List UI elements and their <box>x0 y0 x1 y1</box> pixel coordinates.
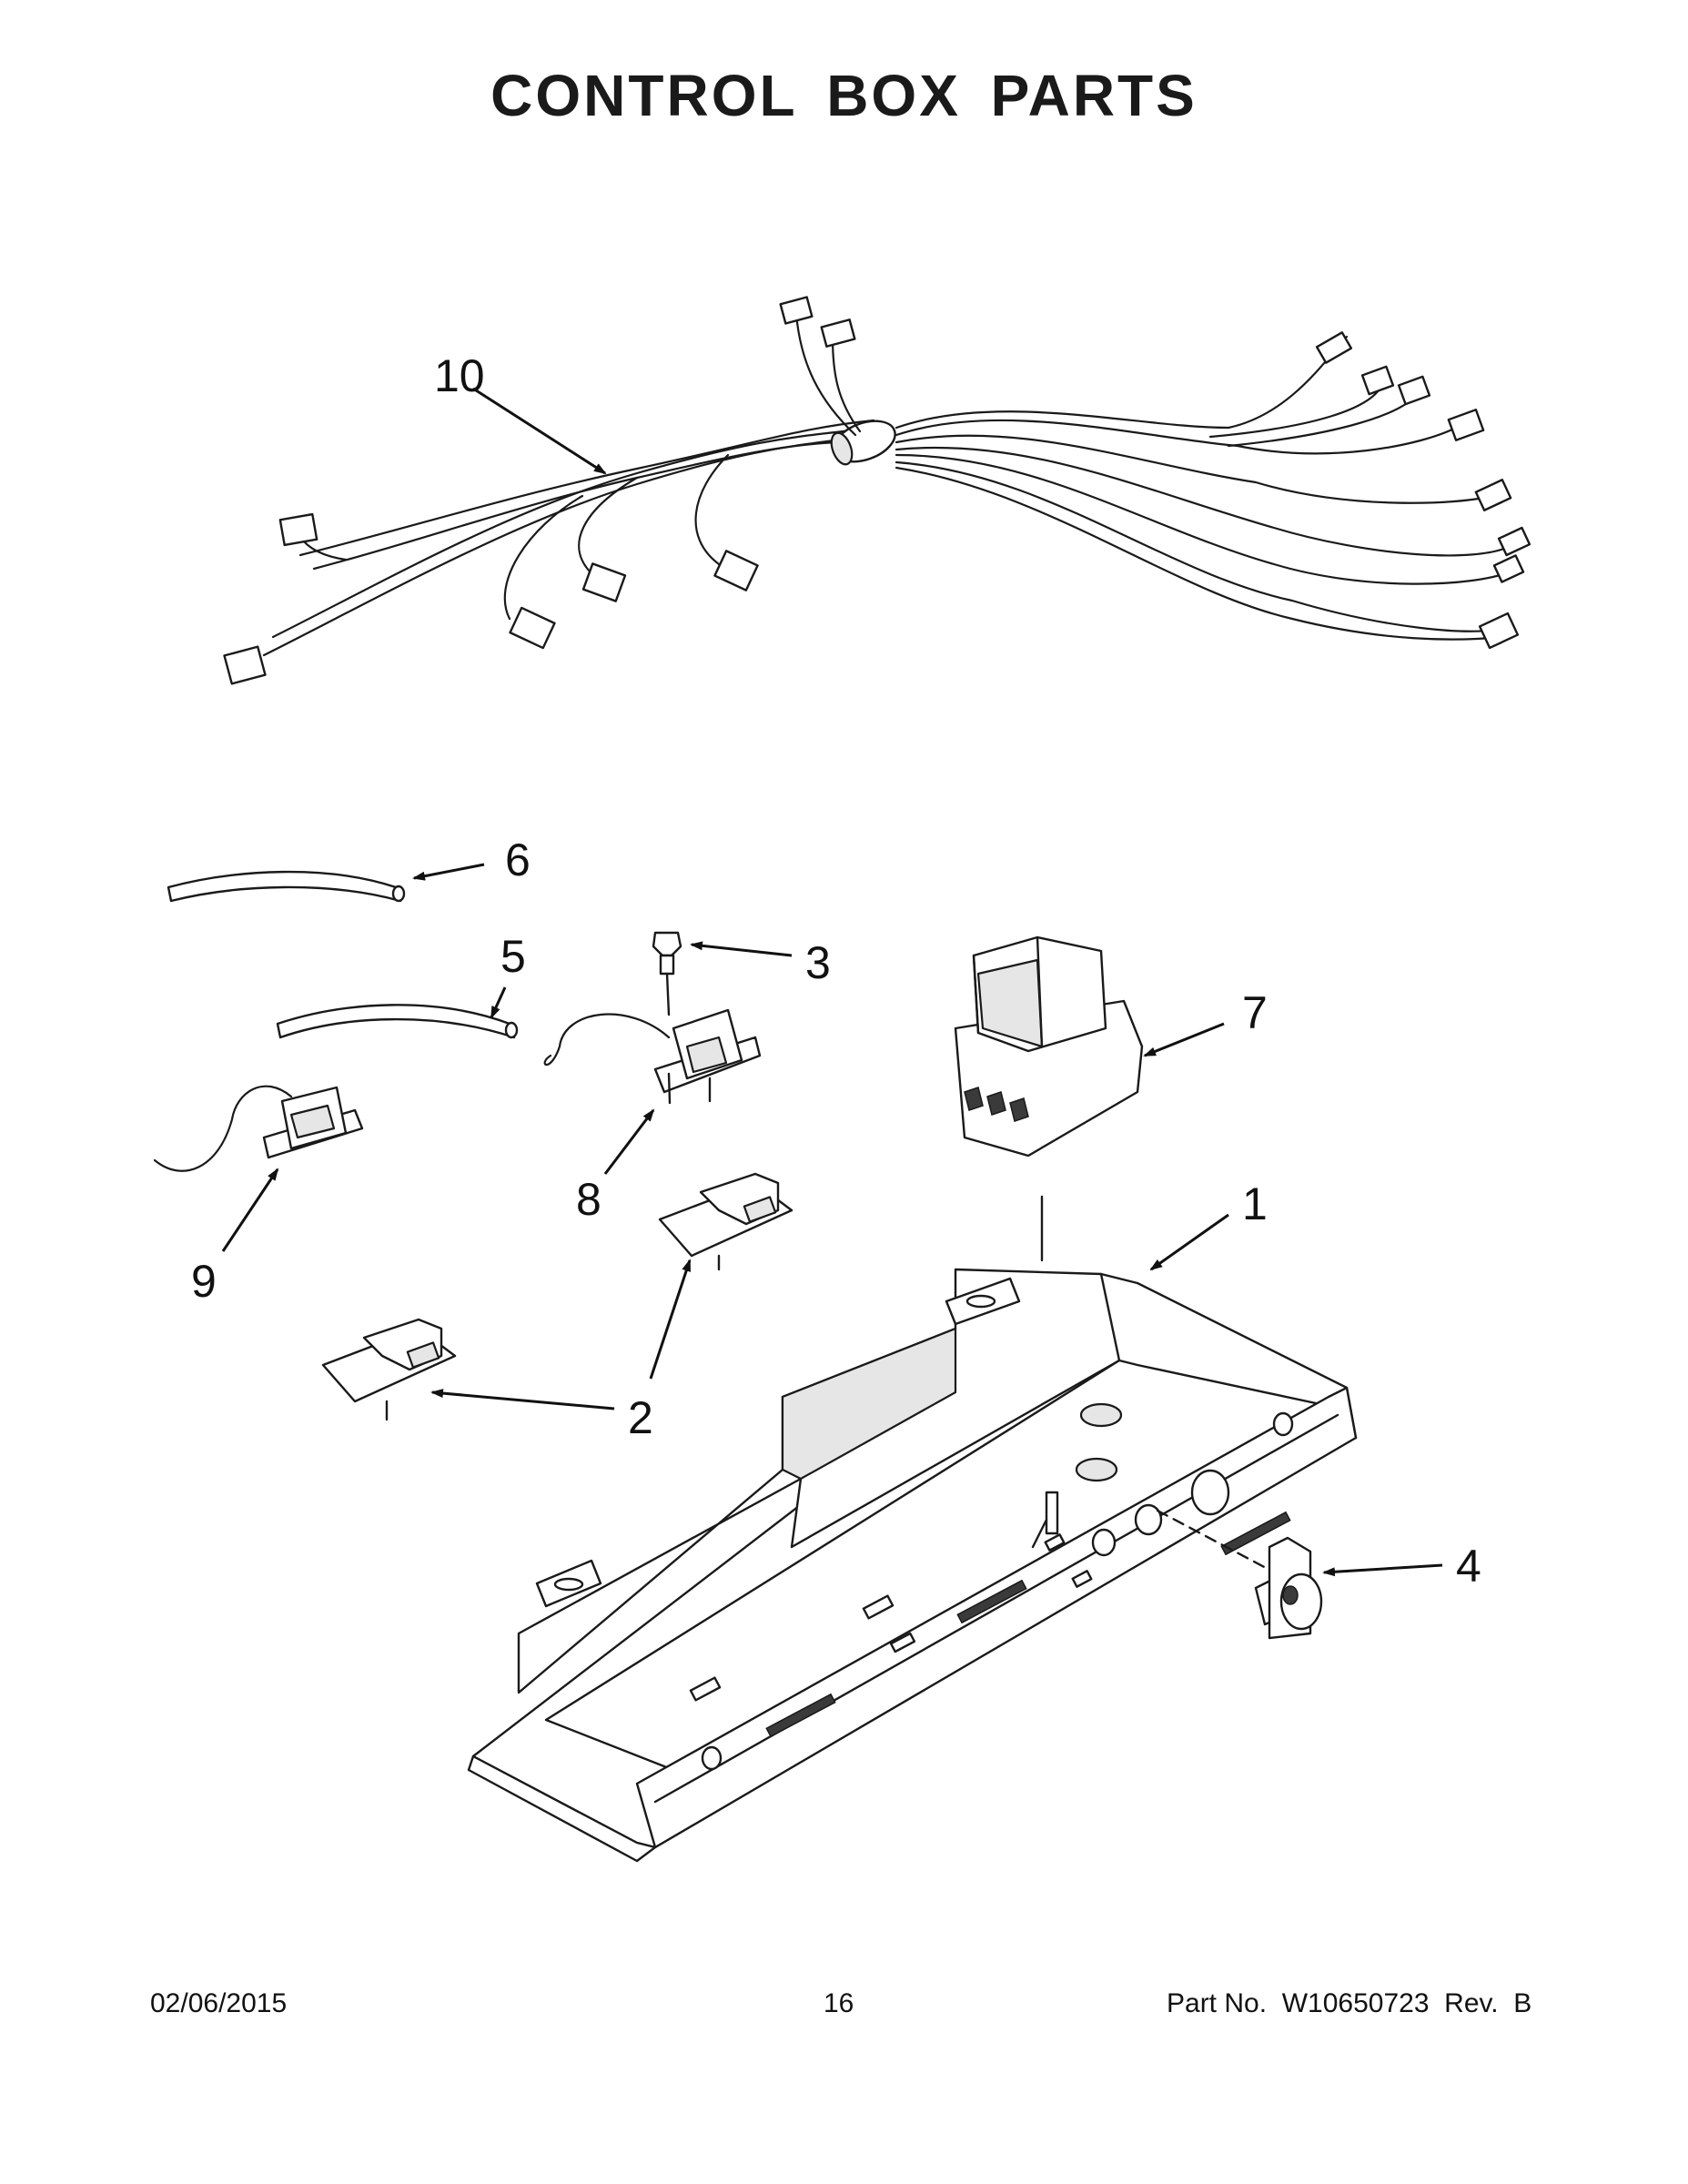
callout-control-box: 1 <box>1242 1178 1268 1229</box>
light-socket <box>1156 1509 1323 1640</box>
switch-left <box>153 1085 364 1172</box>
tube-long <box>276 1004 519 1039</box>
bracket-lower <box>321 1318 457 1421</box>
footer-date: 02/06/2015 <box>150 1988 288 2018</box>
footer-part-number: Part No. W10650723 Rev. B <box>1167 1988 1532 2018</box>
callout-harness: 10 <box>434 350 485 401</box>
transformer <box>954 935 1144 1262</box>
switch-right <box>543 1008 762 1105</box>
callout-switch-right: 8 <box>576 1174 601 1225</box>
bracket-upper <box>658 1172 793 1271</box>
callout-transformer: 7 <box>1242 987 1268 1038</box>
screw <box>652 931 682 1016</box>
control-box-housing <box>467 1268 1358 1863</box>
callout-screw: 3 <box>805 937 831 988</box>
callout-switch-left: 9 <box>191 1256 217 1307</box>
tube-short <box>167 870 406 903</box>
footer-page-number: 16 <box>824 1988 854 2018</box>
callout-tube-long: 5 <box>500 931 526 982</box>
callout-light-socket: 4 <box>1456 1541 1481 1592</box>
page-title: CONTROL BOX PARTS <box>490 63 1198 128</box>
callout-tube-short: 6 <box>505 834 531 885</box>
callout-brackets: 2 <box>628 1392 653 1443</box>
wire-harness <box>223 296 1531 685</box>
